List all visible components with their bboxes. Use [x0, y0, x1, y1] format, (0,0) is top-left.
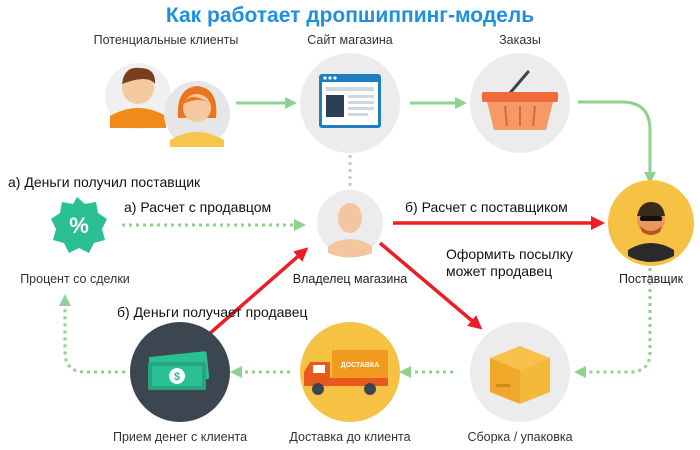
percent-symbol: %: [69, 213, 89, 238]
annotation-pack-line2: может продавец: [446, 263, 552, 279]
delivery-label: Доставка до клиента: [289, 430, 410, 444]
annotation-pack-line1: Оформить посылку: [446, 246, 573, 262]
arrow-payment-to-owner: [206, 247, 309, 337]
arrows: [59, 97, 656, 378]
arrow-owner-to-packing: [378, 241, 483, 330]
owner-icon: [317, 190, 383, 258]
percent-label: Процент со сделки: [20, 272, 130, 286]
truck-icon: ДОСТАВКА: [300, 322, 400, 422]
orders-label: Заказы: [499, 33, 541, 47]
site-label: Сайт магазина: [307, 33, 393, 47]
diagram-title: Как работает дропшиппинг-модель: [166, 4, 534, 27]
supplier-label: Поставщик: [619, 272, 684, 286]
delivery-badge: ДОСТАВКА: [341, 362, 380, 369]
dollar-symbol: $: [174, 371, 180, 383]
packing-label: Сборка / упаковка: [467, 430, 572, 444]
basket-icon: [470, 53, 570, 153]
annotation-money-seller: б) Деньги получает продавец: [117, 304, 308, 320]
clients-icon: [105, 63, 230, 147]
percent-icon: %: [51, 197, 107, 253]
annotation-settle-seller: а) Расчет с продавцом: [124, 199, 271, 215]
website-icon: [300, 53, 400, 153]
owner-label: Владелец магазина: [293, 272, 408, 286]
arrow-payment-to-percent: [59, 294, 125, 374]
annotation-settle-supplier: б) Расчет с поставщиком: [405, 199, 568, 215]
payment-label: Прием денег с клиента: [113, 430, 247, 444]
money-icon: $: [130, 322, 230, 422]
clients-label: Потенциальные клиенты: [94, 33, 239, 47]
arrow-supplier-to-packing: [574, 268, 652, 378]
box-icon: [470, 322, 570, 422]
supplier-icon: [608, 180, 694, 266]
arrow-orders-to-supplier: [578, 100, 656, 184]
annotation-money-supplier: а) Деньги получил поставщик: [8, 174, 201, 190]
